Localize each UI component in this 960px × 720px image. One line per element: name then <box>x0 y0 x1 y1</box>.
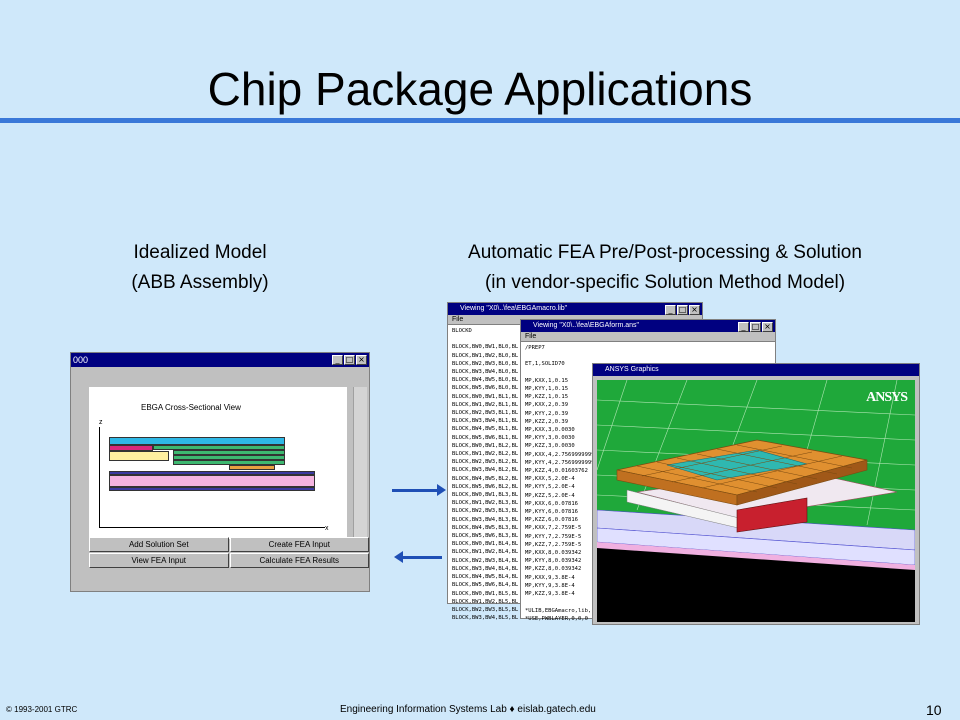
add-solution-set-button[interactable]: Add Solution Set <box>89 537 229 552</box>
view-fea-input-button[interactable]: View FEA Input <box>89 553 229 568</box>
footer-lab-credit: Engineering Information Systems Lab ♦ ei… <box>340 704 596 715</box>
left-arrow-icon <box>394 551 442 563</box>
close-icon[interactable]: × <box>689 305 700 315</box>
ansys-titlebar[interactable]: ANSYS Graphics <box>593 364 919 376</box>
ansys-fea-mesh-view[interactable]: ANSYS <box>596 379 916 622</box>
macro-viewer-titlebar[interactable]: Viewing "X0\..\fea\EBGAmacro.lib" _ □ × <box>448 303 702 315</box>
calculate-fea-results-button[interactable]: Calculate FEA Results <box>229 553 369 568</box>
z-axis-label: z <box>99 419 103 426</box>
page-number: 10 <box>926 702 942 718</box>
maximize-icon[interactable]: □ <box>677 305 688 315</box>
layer-green-3 <box>173 455 285 460</box>
close-icon[interactable]: × <box>762 322 773 332</box>
layer-die-magenta <box>109 445 153 451</box>
cross-section-canvas: EBGA Cross-Sectional View z x <box>89 387 347 539</box>
left-caption-line-1: Idealized Model <box>133 242 267 263</box>
left-caption-line-2: (ABB Assembly) <box>131 272 269 293</box>
window-controls: _ □ × <box>332 355 367 365</box>
macro-viewer-title: Viewing "X0\..\fea\EBGAmacro.lib" <box>460 305 568 312</box>
title-divider <box>0 118 960 123</box>
layer-pwb-blue-bottom <box>109 487 315 491</box>
layer-pwb-blue-top <box>109 471 315 475</box>
form-viewer-menu-file[interactable]: File <box>521 332 775 342</box>
window-controls: _ □ × <box>665 305 700 315</box>
right-caption-line-2: (in vendor-specific Solution Method Mode… <box>484 272 846 293</box>
macro-listing-text: BLOCKD BLOCK,BW0,BW1,BL0,BL BLOCK,BW1,BW… <box>452 328 519 622</box>
form-viewer-titlebar[interactable]: Viewing "X0\..\fea\EBGAform.ans" _ □ × <box>521 320 775 332</box>
create-fea-input-button[interactable]: Create FEA Input <box>229 537 369 552</box>
window-controls: _ □ × <box>738 322 773 332</box>
fea-mesh-graphic <box>596 379 916 570</box>
abb-assembly-window[interactable]: 000 _ □ × EBGA Cross-Sectional View z x … <box>70 352 370 592</box>
abb-window-scrollbar[interactable] <box>353 387 367 539</box>
layer-pwb-pink <box>109 475 315 487</box>
form-viewer-title: Viewing "X0\..\fea\EBGAform.ans" <box>533 322 640 329</box>
layer-adhesive-yellow <box>109 451 169 461</box>
x-axis-label: x <box>325 525 329 532</box>
left-caption: Idealized Model (ABB Assembly) <box>80 238 320 298</box>
minimize-icon[interactable]: _ <box>738 322 749 332</box>
abb-window-title: 000 <box>73 355 89 365</box>
ansys-graphics-window[interactable]: ANSYS Graphics <box>592 363 920 625</box>
form-listing-text: /PREP7 ET,1,SOLID70 MP,KXX,1,0.15 MP,KYY… <box>525 345 595 622</box>
x-axis-line <box>99 527 325 528</box>
layer-green-2 <box>173 450 285 455</box>
minimize-icon[interactable]: _ <box>665 305 676 315</box>
minimize-icon[interactable]: _ <box>332 355 343 365</box>
canvas-title: EBGA Cross-Sectional View <box>141 403 241 412</box>
right-caption: Automatic FEA Pre/Post-processing & Solu… <box>400 238 930 298</box>
z-axis-line <box>99 427 100 527</box>
abb-window-titlebar[interactable]: 000 _ □ × <box>71 353 369 367</box>
maximize-icon[interactable]: □ <box>344 355 355 365</box>
ansys-window-title: ANSYS Graphics <box>605 366 659 373</box>
layer-solder-orange <box>229 465 275 470</box>
layer-green-1 <box>153 445 285 450</box>
layer-green-4 <box>173 460 285 465</box>
solution-button-grid: Add Solution Set Create FEA Input View F… <box>89 537 369 568</box>
footer-copyright: © 1993-2001 GTRC <box>6 705 78 714</box>
slide-title: Chip Package Applications <box>207 63 753 115</box>
close-icon[interactable]: × <box>356 355 367 365</box>
right-caption-line-1: Automatic FEA Pre/Post-processing & Solu… <box>468 242 862 263</box>
maximize-icon[interactable]: □ <box>750 322 761 332</box>
ansys-logo: ANSYS <box>866 390 908 405</box>
right-arrow-icon <box>392 484 446 496</box>
layer-mold-cyan <box>109 437 285 445</box>
